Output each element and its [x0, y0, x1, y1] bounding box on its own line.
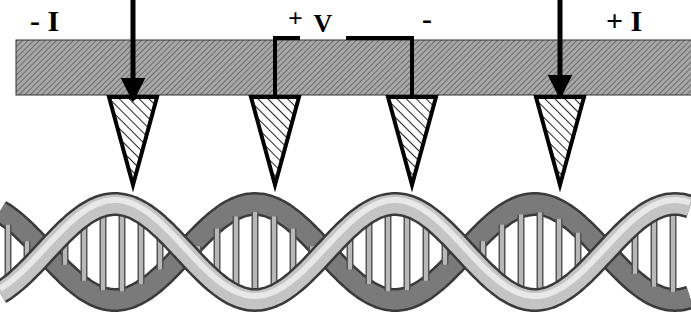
current-arrows: [133, 0, 560, 100]
bracket-wires: [275, 38, 412, 97]
current-label: - I: [28, 6, 61, 36]
polarity-sign: -: [420, 4, 434, 34]
current-label: + I: [604, 6, 644, 36]
dna-helix: [0, 200, 690, 300]
probe-bar: [16, 40, 691, 95]
voltage-label: V: [312, 11, 335, 37]
polarity-sign: +: [286, 6, 305, 32]
probe-tips: [109, 97, 584, 185]
